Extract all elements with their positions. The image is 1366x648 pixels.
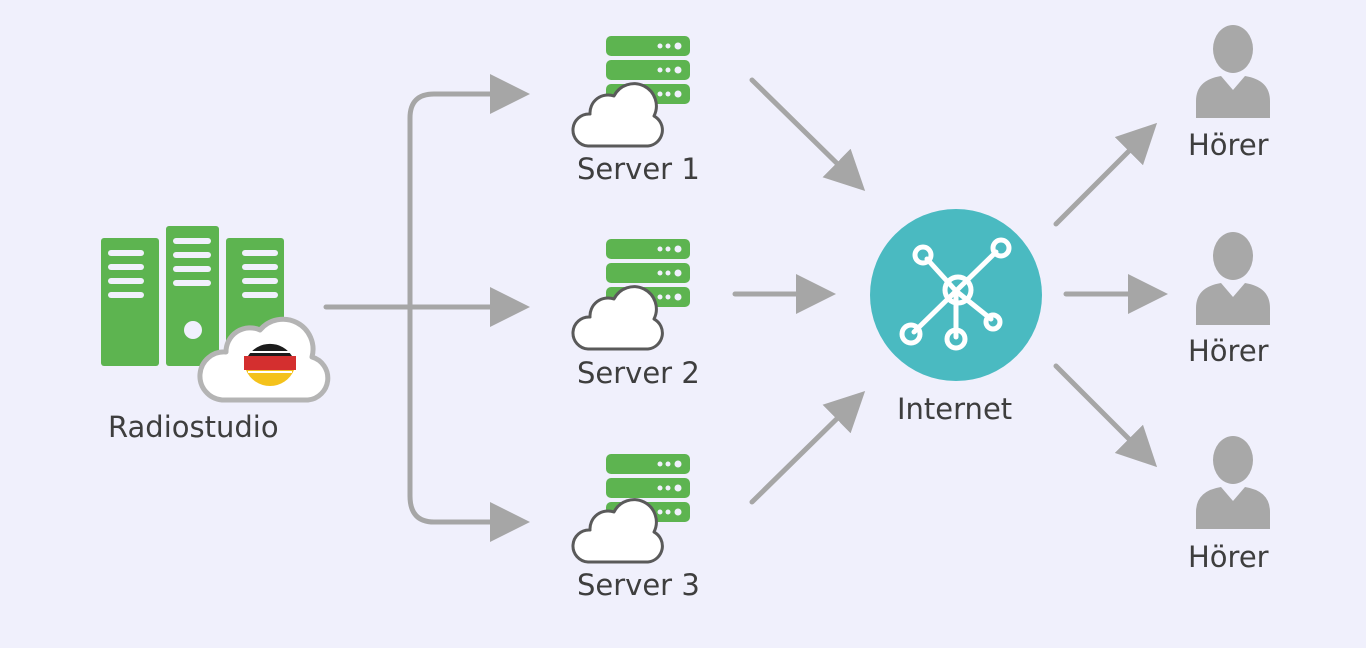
- edge-studio-server-1: [407, 74, 530, 310]
- edge-internet-listener-1: [1053, 122, 1158, 227]
- listener-1-node: [1196, 25, 1270, 118]
- edge-studio-server-3: [407, 304, 530, 542]
- listener-3-label: Hörer: [1188, 540, 1269, 574]
- listener-1-label: Hörer: [1188, 128, 1269, 162]
- server-1-node: [571, 36, 690, 148]
- cloud-server-icon: [571, 239, 690, 351]
- network-hub-icon: [899, 237, 1012, 351]
- edge-server-1-internet: [749, 77, 866, 192]
- server-3-node: [571, 454, 690, 564]
- german-flag-cloud-icon: [197, 316, 331, 403]
- studio-node: [101, 226, 331, 403]
- server-2-label: Server 2: [577, 356, 700, 390]
- edge-internet-listener-3: [1053, 363, 1158, 468]
- cloud-server-icon: [571, 36, 690, 148]
- person-icon: [1196, 436, 1270, 529]
- listener-3-node: [1196, 436, 1270, 529]
- internet-node: [870, 209, 1042, 381]
- edge-server-3-internet: [749, 390, 866, 505]
- edges: [323, 74, 1168, 542]
- listener-2-node: [1196, 232, 1270, 325]
- internet-label: Internet: [897, 392, 1013, 426]
- server-2-node: [571, 239, 690, 351]
- server-3-label: Server 3: [577, 568, 700, 602]
- cloud-server-icon: [571, 454, 690, 564]
- server-1-label: Server 1: [577, 152, 700, 186]
- person-icon: [1196, 25, 1270, 118]
- listener-2-label: Hörer: [1188, 334, 1269, 368]
- person-icon: [1196, 232, 1270, 325]
- studio-label: Radiostudio: [108, 410, 279, 444]
